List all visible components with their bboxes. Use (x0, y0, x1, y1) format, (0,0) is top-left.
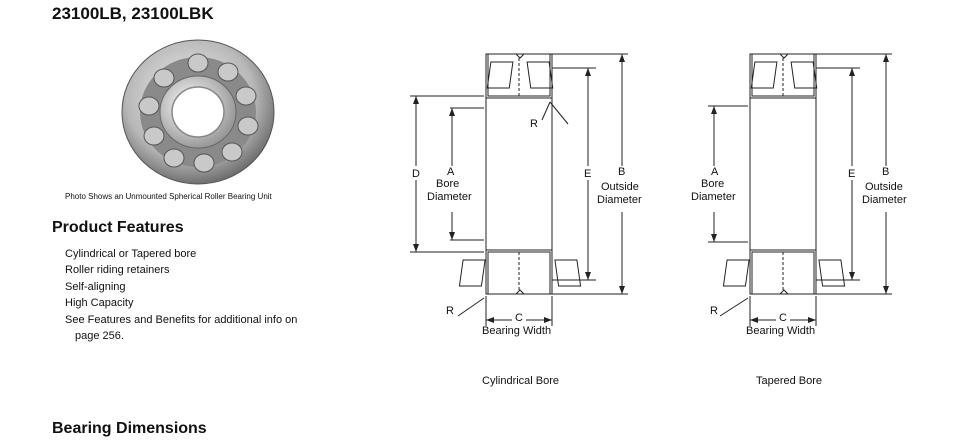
outside-label: Outside (601, 181, 639, 193)
feature-item: See Features and Benefits for additional… (65, 313, 298, 326)
dim-a-label: A (447, 166, 455, 178)
feature-item: High Capacity (65, 297, 134, 310)
bore-label: Bore (436, 178, 460, 190)
product-features-heading: Product Features (52, 219, 184, 236)
dim-d-label: D (412, 168, 420, 180)
outside-label: Outside (865, 181, 903, 193)
dim-b-label: B (882, 166, 890, 178)
dim-e-label: E (848, 168, 856, 180)
dim-a-label: A (711, 166, 719, 178)
feature-item-continuation: page 256. (75, 330, 124, 343)
bore-diameter-label: Diameter (691, 191, 736, 203)
product-features-list: Cylindrical or Tapered bore Roller ridin… (65, 246, 297, 344)
bearing-photo (121, 39, 275, 185)
dim-c-label: C (779, 312, 787, 324)
cylindrical-bore-diagram (410, 53, 628, 326)
bearing-dimensions-heading: Bearing Dimensions (52, 420, 207, 437)
feature-item: Self-aligning (65, 280, 126, 293)
bearing-width-label: Bearing Width (746, 325, 816, 337)
outside-diameter-label: Diameter (862, 194, 907, 206)
page-title: 23100LB, 23100LBK (52, 4, 214, 23)
bore-diameter-label: Diameter (427, 191, 472, 203)
feature-item: Roller riding retainers (65, 264, 170, 277)
tapered-bore-diagram (708, 53, 892, 326)
photo-caption: Photo Shows an Unmounted Spherical Rolle… (65, 192, 272, 201)
feature-item: Cylindrical or Tapered bore (65, 248, 197, 260)
dim-c-label: C (515, 312, 523, 324)
dim-e-label: E (584, 168, 592, 180)
dim-b-label: B (618, 166, 626, 178)
outside-diameter-label: Diameter (597, 194, 642, 206)
cylindrical-bore-caption: Cylindrical Bore (482, 375, 560, 387)
r-top-label: R (530, 118, 538, 130)
r-bottom-label: R (710, 305, 718, 317)
bearing-width-label: Bearing Width (482, 325, 552, 337)
tapered-bore-caption: Tapered Bore (756, 375, 823, 387)
r-bottom-label: R (446, 305, 454, 317)
bore-label: Bore (701, 178, 725, 190)
